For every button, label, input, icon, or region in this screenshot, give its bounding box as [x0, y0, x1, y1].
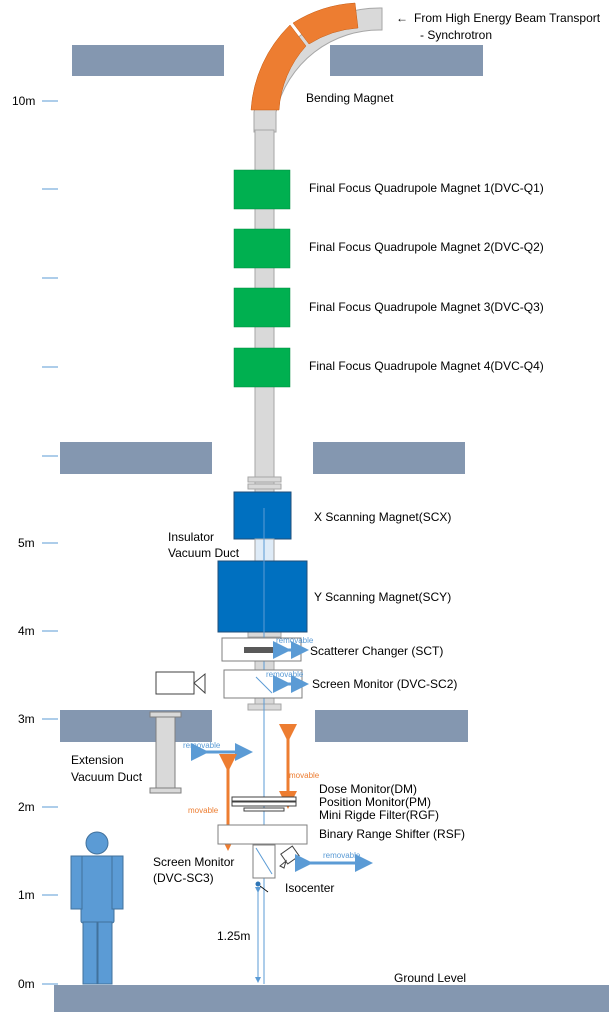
- pm-label: Position Monitor(PM): [319, 795, 431, 809]
- dm-label: Dose Monitor(DM): [319, 782, 417, 796]
- extension-removable-tag: removable: [183, 741, 221, 750]
- axis-label-5m: 5m: [18, 536, 35, 550]
- extension-flange-top: [149, 711, 182, 718]
- sc3-label-line2: (DVC-SC3): [153, 871, 214, 885]
- rsf-label: Binary Range Shifter (RSF): [319, 827, 465, 841]
- axis-label-0m: 0m: [18, 977, 35, 991]
- upper-slab-right: [330, 45, 483, 76]
- quadrupole-magnet-4: [233, 347, 291, 388]
- left-movable-tag: movable: [188, 806, 219, 815]
- sc2-label: Screen Monitor (DVC-SC2): [312, 677, 457, 691]
- scx-label: X Scanning Magnet(SCX): [314, 510, 451, 524]
- source-label-line1: ← From High Energy Beam Transport: [396, 11, 601, 25]
- position-monitor: [231, 801, 297, 807]
- quad-3-label: Final Focus Quadrupole Magnet 3(DVC-Q3): [309, 300, 544, 314]
- sc3-camera-icon: [279, 845, 300, 869]
- isocenter-label: Isocenter: [285, 881, 334, 895]
- ground-slab: [54, 985, 609, 1012]
- sc3-label-line1: Screen Monitor: [153, 855, 234, 869]
- lower-slab-left: [60, 710, 212, 742]
- isocenter-leader: [259, 885, 269, 893]
- quadrupole-magnet-3: [233, 287, 291, 328]
- upper-slab-left: [72, 45, 224, 76]
- quadrupole-magnet-2: [233, 228, 291, 269]
- quad-4-label: Final Focus Quadrupole Magnet 4(DVC-Q4): [309, 359, 544, 373]
- sct-label: Scatterer Changer (SCT): [310, 644, 443, 658]
- axis-label-1m: 1m: [18, 888, 35, 902]
- lower-slab-right: [315, 710, 468, 742]
- source-text: From High Energy Beam Transport: [414, 11, 601, 25]
- pipe-flange: [247, 483, 282, 490]
- axis-label-4m: 4m: [18, 624, 35, 638]
- middle-slab-left: [60, 442, 212, 474]
- insulator-label-line2: Vacuum Duct: [168, 546, 240, 560]
- quad-2-label: Final Focus Quadrupole Magnet 2(DVC-Q2): [309, 240, 544, 254]
- sc3-removable-tag: removable: [323, 851, 361, 860]
- middle-slab-right: [313, 442, 465, 474]
- bending-magnet: [250, 2, 359, 111]
- extension-vacuum-duct: [155, 716, 176, 789]
- x-scanning-magnet: [233, 491, 292, 540]
- pipe-flange: [247, 476, 282, 483]
- right-movable-tag: movable: [289, 771, 320, 780]
- source-label-line2: - Synchrotron: [420, 28, 492, 42]
- ground-level-label: Ground Level: [394, 971, 466, 985]
- person-icon: [70, 831, 124, 985]
- isocenter-height-label: 1.25m: [217, 929, 250, 943]
- height-axis: 10m 5m 4m 3m 2m 1m 0m: [12, 94, 58, 991]
- axis-label-10m: 10m: [12, 94, 35, 108]
- axis-label-2m: 2m: [18, 800, 35, 814]
- insulator-label-line1: Insulator: [168, 530, 214, 544]
- extension-flange-bottom: [149, 787, 182, 794]
- scatterer-plate: [244, 647, 280, 653]
- rgf-label: Mini Rigde Filter(RGF): [319, 808, 439, 822]
- mini-ridge-filter: [243, 807, 285, 812]
- sc2-removable-tag: removable: [266, 670, 304, 679]
- binary-range-shifter: [217, 824, 308, 845]
- isocenter-point: [255, 881, 261, 887]
- sc2-mirror: [255, 676, 273, 694]
- quadrupole-magnet-1: [233, 169, 291, 210]
- scy-label: Y Scanning Magnet(SCY): [314, 590, 451, 604]
- camera-icon: [155, 671, 206, 695]
- axis-label-3m: 3m: [18, 712, 35, 726]
- extension-label-line1: Extension: [71, 753, 124, 767]
- sc3-screen: [255, 847, 273, 875]
- quad-1-label: Final Focus Quadrupole Magnet 1(DVC-Q1): [309, 181, 544, 195]
- y-scanning-magnet: [217, 560, 308, 633]
- source-arrow: ←: [396, 11, 408, 25]
- dose-monitor: [231, 796, 297, 802]
- extension-label-line2: Vacuum Duct: [71, 770, 143, 784]
- sct-removable-tag: removable: [276, 636, 314, 645]
- bending-magnet-label: Bending Magnet: [306, 91, 394, 105]
